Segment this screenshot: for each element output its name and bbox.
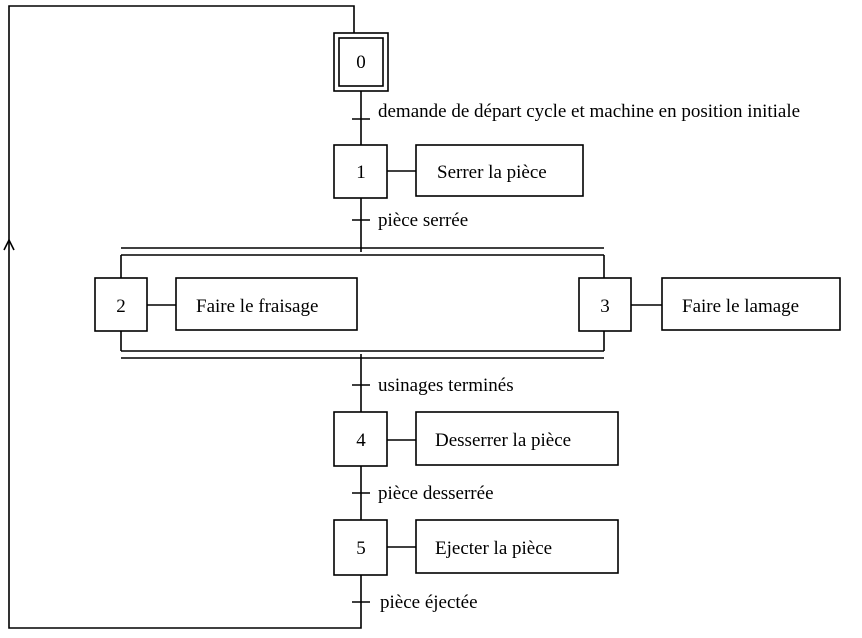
transition-condition-2: usinages terminés <box>378 375 514 396</box>
step-5: 5 <box>333 519 388 576</box>
action-3-label: Faire le lamage <box>682 296 799 317</box>
action-1: Serrer la pièce <box>415 144 584 197</box>
step-2-number: 2 <box>116 296 126 317</box>
transition-condition-1: pièce serrée <box>378 210 468 231</box>
action-4: Desserrer la pièce <box>415 411 619 466</box>
step-3-number: 3 <box>600 296 610 317</box>
loop-back-link <box>8 5 362 629</box>
action-1-label: Serrer la pièce <box>437 162 547 183</box>
step-3: 3 <box>578 277 632 332</box>
step-0-number: 0 <box>356 52 366 73</box>
action-5: Ejecter la pièce <box>415 519 619 574</box>
step-1-number: 1 <box>356 162 366 183</box>
action-2: Faire le fraisage <box>175 277 358 331</box>
action-3: Faire le lamage <box>661 277 841 331</box>
step-0: 0 <box>333 32 389 92</box>
step-5-number: 5 <box>356 538 366 559</box>
action-5-label: Ejecter la pièce <box>435 538 552 559</box>
transition-condition-4: pièce éjectée <box>380 592 478 613</box>
transition-condition-3: pièce desserrée <box>378 483 494 504</box>
action-2-label: Faire le fraisage <box>196 296 318 317</box>
action-4-label: Desserrer la pièce <box>435 430 571 451</box>
transition-condition-0: demande de départ cycle et machine en po… <box>378 101 800 122</box>
step-1: 1 <box>333 144 388 199</box>
loop-arrow-icon <box>3 238 15 251</box>
step-4: 4 <box>333 411 388 467</box>
step-2: 2 <box>94 277 148 332</box>
step-4-number: 4 <box>356 430 366 451</box>
